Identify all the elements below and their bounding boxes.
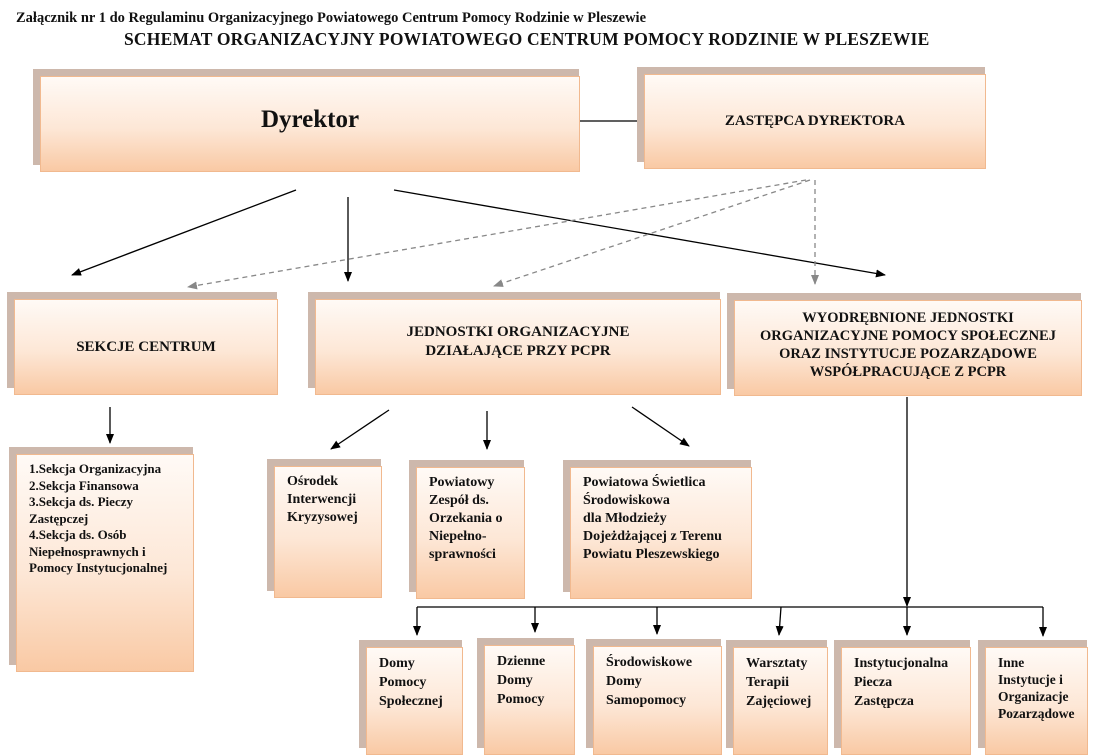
team-label: Powiatowy Zespół ds. Orzekania o Niepełn… bbox=[429, 475, 503, 562]
dashed-deputy-units bbox=[493, 179, 811, 287]
arrow-director-sections bbox=[71, 189, 297, 276]
inne-label: Inne Instytucje i Organizacje Pozarządow… bbox=[998, 655, 1075, 721]
director-label: Dyrektor bbox=[260, 106, 360, 133]
arrow-director-separate bbox=[393, 189, 886, 278]
arrow-units-crisis bbox=[330, 409, 390, 450]
crisis-label: Ośrodek Interwencji Kryzysowej bbox=[287, 474, 358, 525]
crisis-box: Ośrodek Interwencji Kryzysowej bbox=[274, 466, 382, 598]
club-label: Powiatowa Świetlica Środowiskowa dla Mło… bbox=[583, 475, 722, 562]
deputy-box: ZASTĘPCA DYREKTORA bbox=[644, 74, 986, 169]
separate-label: WYODRĘBNIONE JEDNOSTKI ORGANIZACYJNE POM… bbox=[760, 310, 1056, 380]
club-box: Powiatowa Świetlica Środowiskowa dla Mło… bbox=[570, 467, 752, 599]
dps-box: Domy Pomocy Społecznej bbox=[366, 647, 463, 755]
director-box: Dyrektor bbox=[40, 76, 580, 172]
sections-list-box: 1.Sekcja Organizacyjna 2.Sekcja Finansow… bbox=[16, 454, 194, 672]
wtz-box: Warsztaty Terapii Zajęciowej bbox=[733, 647, 828, 755]
wtz-label: Warsztaty Terapii Zajęciowej bbox=[746, 656, 812, 709]
team-box: Powiatowy Zespół ds. Orzekania o Niepełn… bbox=[416, 467, 525, 599]
deputy-label: ZASTĘPCA DYREKTORA bbox=[724, 113, 906, 129]
sections-label: SEKCJE CENTRUM bbox=[76, 338, 216, 355]
sds-label: Środowiskowe Domy Samopomocy bbox=[606, 655, 693, 708]
sections-list-text: 1.Sekcja Organizacyjna 2.Sekcja Finansow… bbox=[29, 461, 168, 575]
dashed-deputy-sections bbox=[187, 179, 807, 290]
dzienne-box: Dzienne Domy Pomocy bbox=[484, 645, 575, 755]
separate-box: WYODRĘBNIONE JEDNOSTKI ORGANIZACYJNE POM… bbox=[734, 300, 1082, 396]
piecza-label: Instytucjonalna Piecza Zastępcza bbox=[854, 656, 949, 709]
arrow-bus-wtz bbox=[775, 606, 784, 636]
units-box: JEDNOSTKI ORGANIZACYJNE DZIAŁAJĄCE PRZY … bbox=[315, 299, 721, 395]
annex-note: Załącznik nr 1 do Regulaminu Organizacyj… bbox=[16, 10, 647, 26]
chart-title: SCHEMAT ORGANIZACYJNY POWIATOWEGO CENTRU… bbox=[124, 29, 930, 49]
arrow-units-club bbox=[631, 406, 690, 447]
units-label: JEDNOSTKI ORGANIZACYJNE DZIAŁAJĄCE PRZY … bbox=[406, 324, 630, 359]
dps-label: Domy Pomocy Społecznej bbox=[379, 656, 443, 709]
sds-box: Środowiskowe Domy Samopomocy bbox=[593, 646, 722, 755]
sections-box: SEKCJE CENTRUM bbox=[14, 299, 278, 395]
inne-box: Inne Instytucje i Organizacje Pozarządow… bbox=[985, 647, 1088, 755]
dzienne-label: Dzienne Domy Pomocy bbox=[497, 654, 546, 707]
piecza-box: Instytucjonalna Piecza Zastępcza bbox=[841, 647, 971, 755]
